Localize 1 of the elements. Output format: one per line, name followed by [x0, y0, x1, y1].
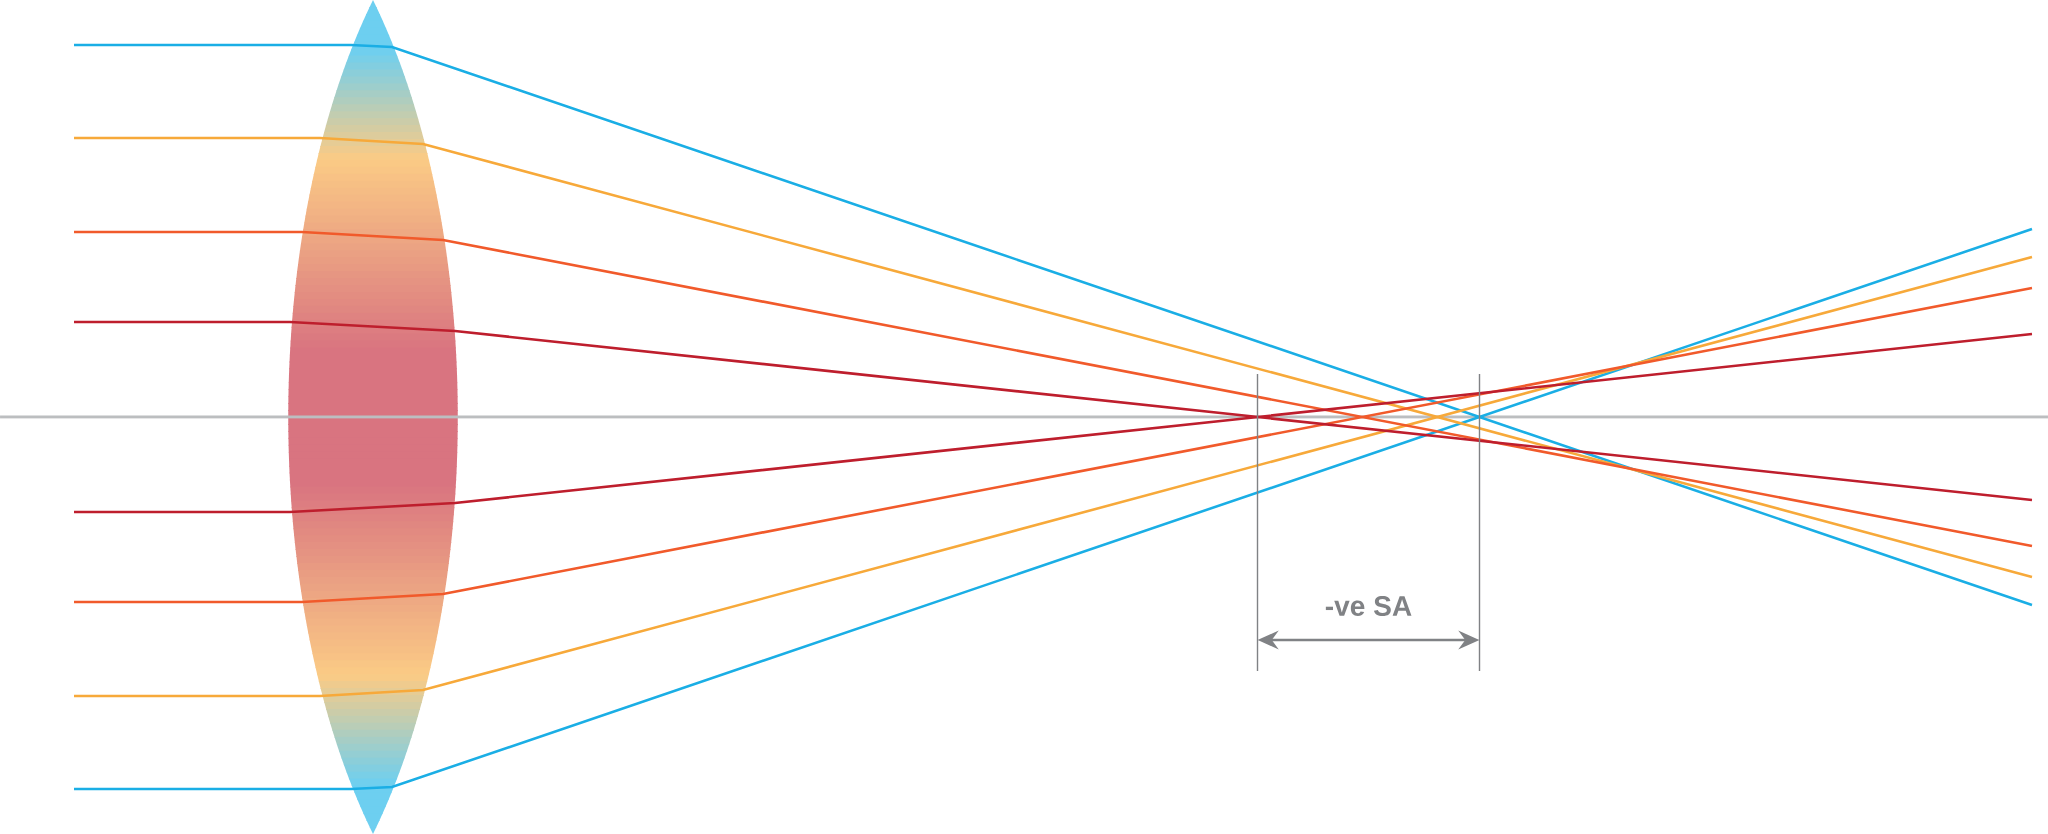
- dimension-label: -ve SA: [1325, 596, 1412, 616]
